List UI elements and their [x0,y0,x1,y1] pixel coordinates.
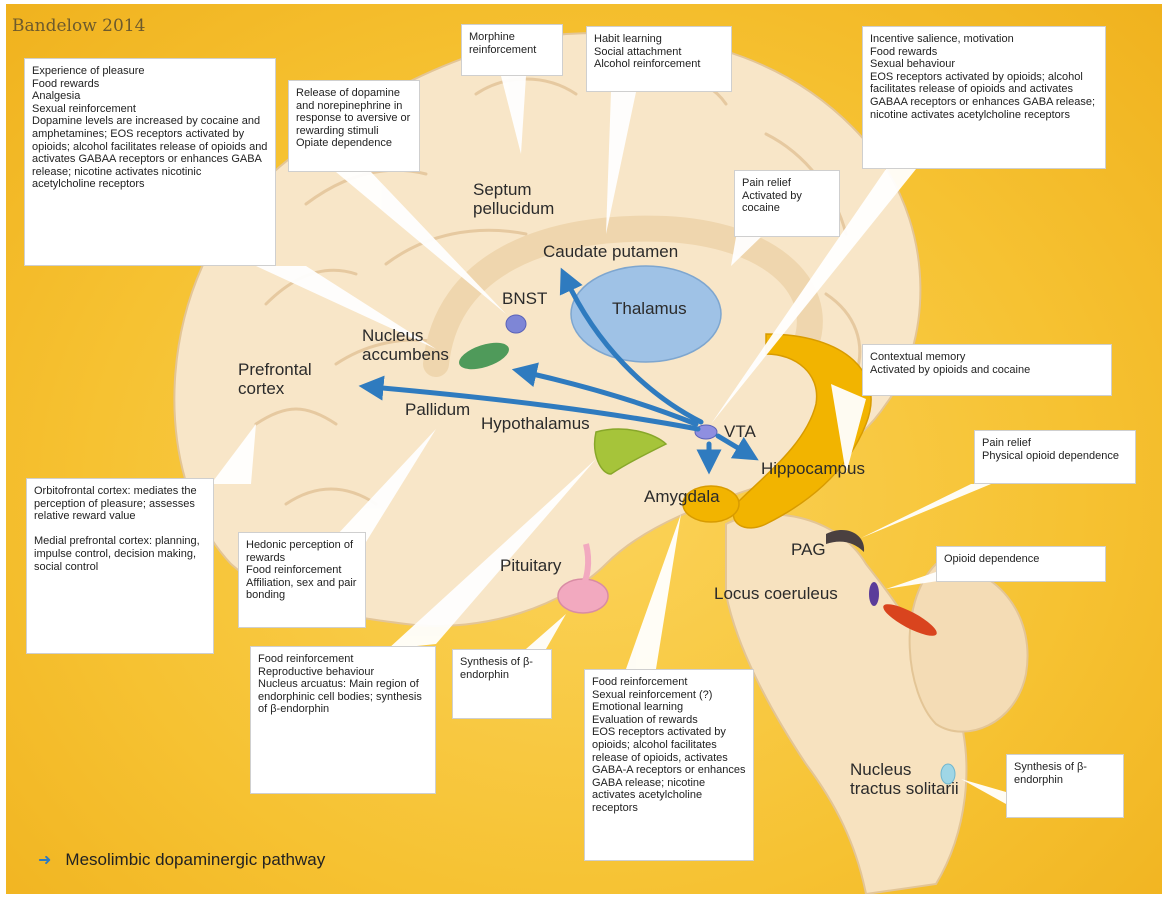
locus-coeruleus-shape [869,582,879,606]
box-septum-functions: Morphine reinforcement [461,24,563,76]
label-pag: PAG [791,540,826,559]
label-thalamus: Thalamus [612,299,687,318]
credit-text: Bandelow 2014 [12,16,145,36]
label-prefrontal-cortex: Prefrontal cortex [238,360,312,398]
label-hypothalamus: Hypothalamus [481,414,590,433]
label-bnst: BNST [502,289,547,308]
box-vta-functions: Incentive salience, motivation Food rewa… [862,26,1106,169]
box-nts-functions: Synthesis of β-endorphin [1006,754,1124,818]
legend-arrow-icon: ➜ [38,852,51,869]
label-caudate-putamen: Caudate putamen [543,242,678,261]
legend: ➜ Mesolimbic dopaminergic pathway [38,850,325,870]
box-amygdala-functions: Food reinforcement Sexual reinforcement … [584,669,754,861]
label-septum-pellucidum: Septum pellucidum [473,180,554,218]
box-nucleus-accumbens-functions: Experience of pleasure Food rewards Anal… [24,58,276,266]
label-pallidum: Pallidum [405,400,470,419]
cerebellum-shape [910,564,1028,732]
label-nucleus-accumbens: Nucleus accumbens [362,326,449,364]
box-pituitary-functions: Synthesis of β-endorphin [452,649,552,719]
bnst-shape [506,315,526,333]
brain-diagram-canvas: Bandelow 2014 Septum pellucidum Caudate … [6,4,1162,894]
legend-label: Mesolimbic dopaminergic pathway [65,850,325,869]
label-amygdala: Amygdala [644,487,720,506]
box-prefrontal-functions: Orbitofrontal cortex: mediates the perce… [26,478,214,654]
label-nucleus-tractus-solitarii: Nucleus tractus solitarii [850,760,959,798]
box-locus-coeruleus-functions: Opioid dependence [936,546,1106,582]
pituitary-shape [558,579,608,613]
box-pallidum-functions: Hedonic perception of rewards Food reinf… [238,532,366,628]
box-hippocampus-functions: Contextual memory Activated by opioids a… [862,344,1112,396]
label-locus-coeruleus: Locus coeruleus [714,584,838,603]
label-hippocampus: Hippocampus [761,459,865,478]
box-thalamus-functions: Pain relief Activated by cocaine [734,170,840,237]
box-caudate-functions: Habit learning Social attachment Alcohol… [586,26,732,92]
box-hypothalamus-functions: Food reinforcement Reproductive behaviou… [250,646,436,794]
box-pag-functions: Pain relief Physical opioid dependence [974,430,1136,484]
label-pituitary: Pituitary [500,556,561,575]
box-bnst-functions: Release of dopamine and norepinephrine i… [288,80,420,172]
label-vta: VTA [724,422,756,441]
